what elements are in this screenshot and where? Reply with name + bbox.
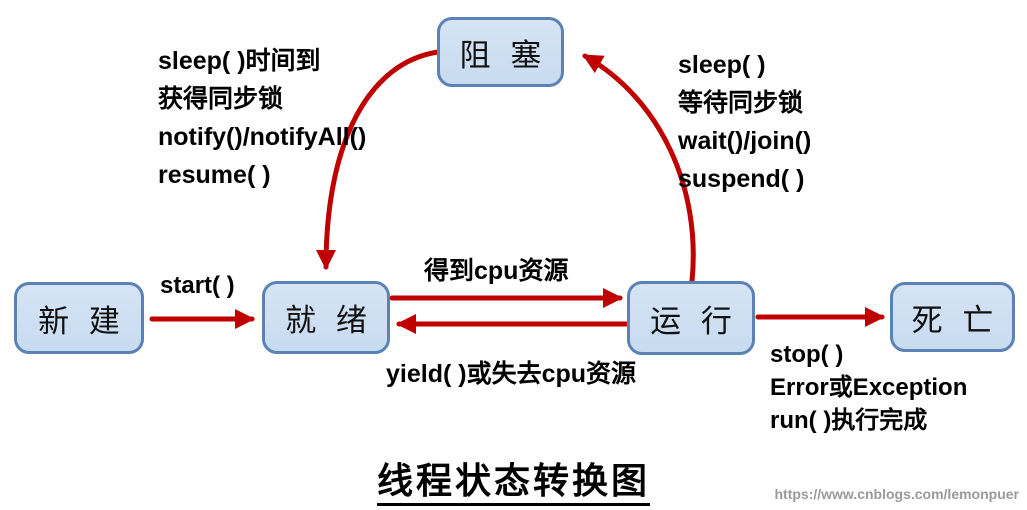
node-blocked: 阻 塞 (437, 17, 564, 87)
watermark-url: https://www.cnblogs.com/lemonpuer (774, 486, 1020, 502)
label-yield: yield( )或失去cpu资源 (386, 360, 637, 388)
label-gain-cpu: 得到cpu资源 (424, 257, 569, 285)
label-line: 等待同步锁 (678, 89, 804, 117)
arrow-running-to-blocked (582, 53, 696, 284)
label-line: Error或Exception (770, 374, 968, 401)
node-ready: 就 绪 (262, 281, 390, 354)
label-blocked-to-ready: sleep( )时间到 获得同步锁 notify()/notifyAll() r… (158, 42, 366, 194)
label-line: sleep( ) (678, 51, 766, 79)
label-line: run( )执行完成 (770, 407, 928, 434)
label-line: suspend( ) (678, 165, 805, 193)
label-line: resume( ) (158, 161, 271, 189)
node-new: 新 建 (14, 282, 144, 354)
label-line: sleep( )时间到 (158, 47, 321, 75)
diagram-title: 线程状态转换图 (0, 452, 1027, 506)
label-running-to-dead: stop( ) Error或Exception run( )执行完成 (770, 338, 967, 437)
diagram-title-text: 线程状态转换图 (376, 461, 650, 506)
label-running-to-blocked: sleep( ) 等待同步锁 wait()/join() suspend( ) (678, 46, 811, 198)
node-dead: 死 亡 (890, 282, 1015, 352)
node-running: 运 行 (627, 281, 755, 355)
label-line: stop( ) (770, 341, 844, 368)
label-line: notify()/notifyAll() (158, 123, 367, 151)
label-start: start( ) (160, 272, 235, 299)
label-line: wait()/join() (678, 127, 812, 155)
label-line: 获得同步锁 (158, 85, 284, 113)
arrow-blocked-to-ready (316, 49, 441, 270)
